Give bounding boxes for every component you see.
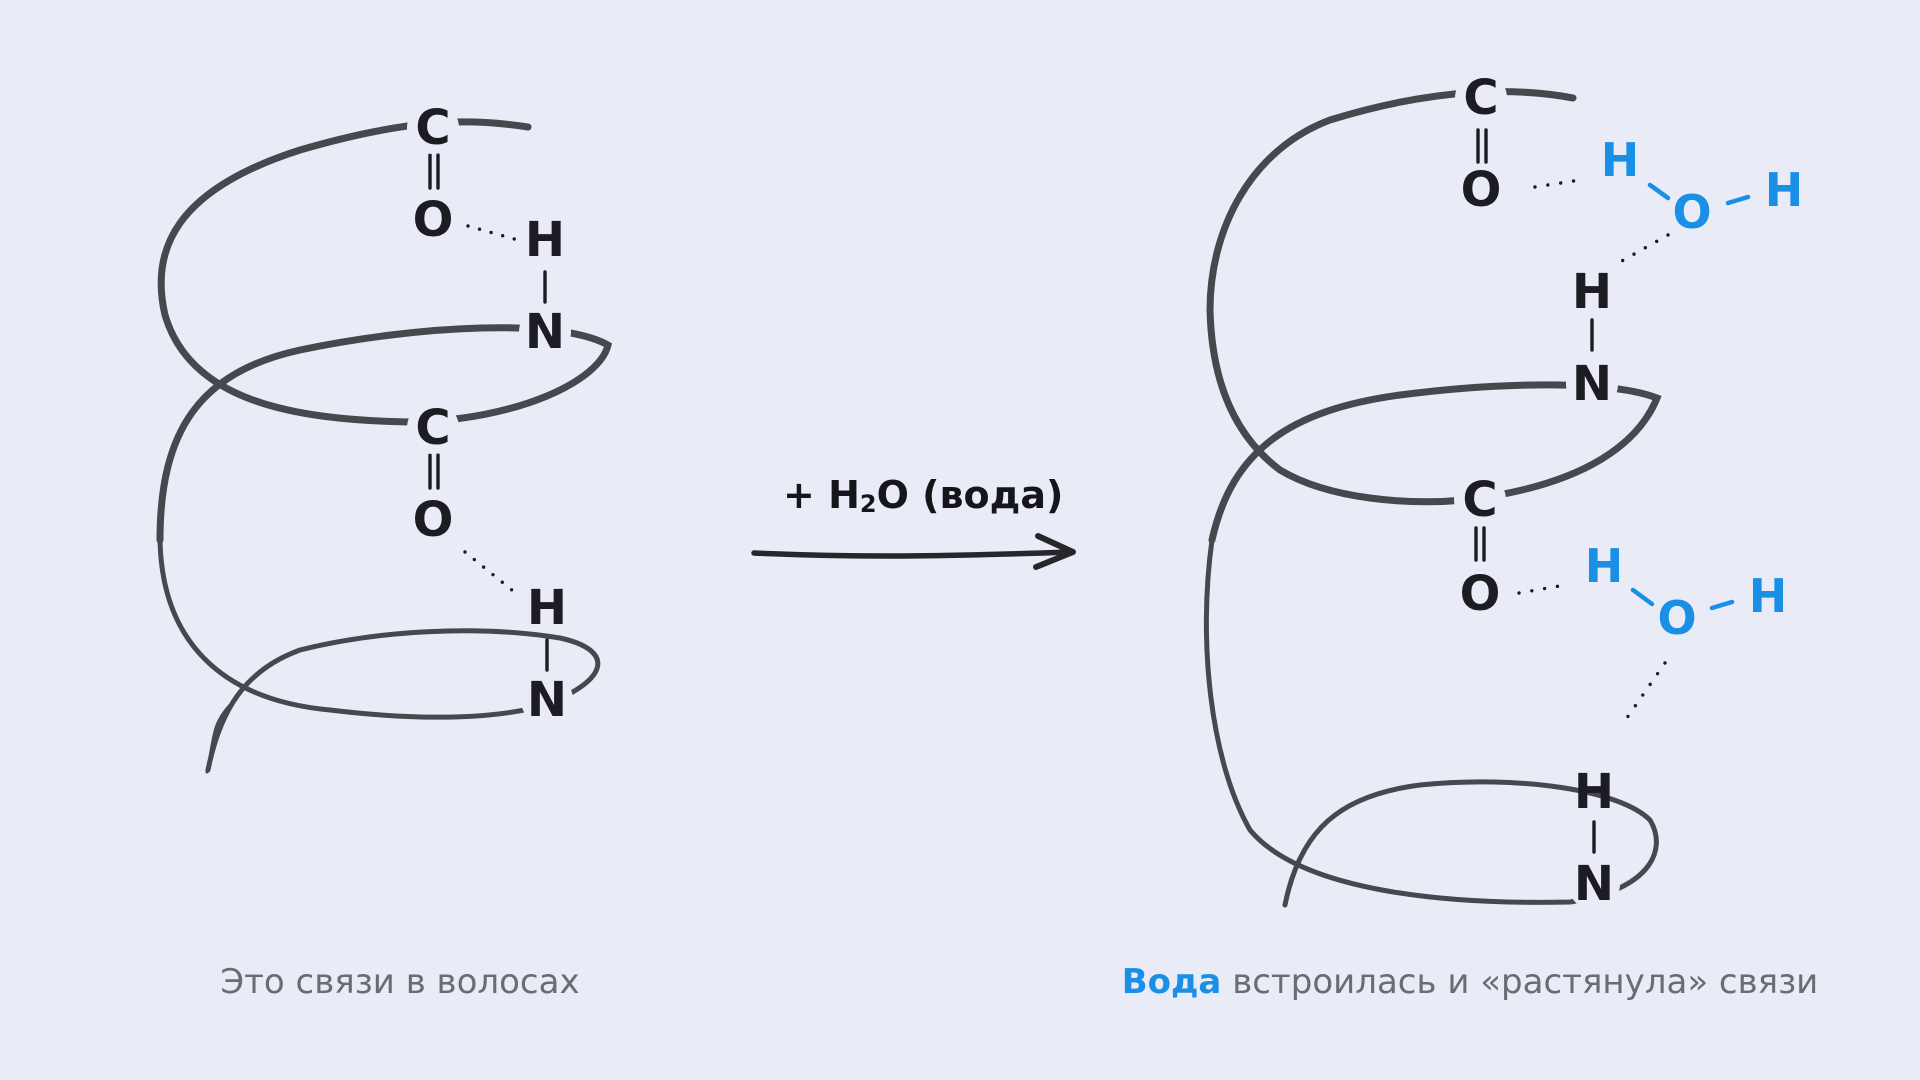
water2-h-right: H — [1749, 569, 1788, 623]
right-atom-n1: N — [1572, 356, 1612, 412]
left-atom-o1: O — [413, 192, 454, 248]
right-atom-n2: N — [1574, 856, 1614, 912]
right-halo-n1 — [1566, 358, 1618, 410]
right-atom-c2: C — [1462, 472, 1497, 528]
reaction-label: + H2O (вода) — [783, 473, 1063, 518]
right-atom-o1: O — [1461, 162, 1502, 218]
right-helix-lower-loop — [1203, 537, 1659, 908]
right-helix-group: C O H N C O H N H O H H O H — [1203, 70, 1804, 912]
water1-bond-left — [1647, 182, 1671, 201]
right-atom-c1: C — [1463, 70, 1498, 126]
right-caption-rest: встроилась и «растянула» связи — [1221, 962, 1818, 1002]
left-helix-lower-loop — [157, 537, 601, 773]
water2-h-left: H — [1585, 539, 1624, 593]
left-atom-c2: C — [415, 400, 450, 456]
left-halo-c2 — [407, 402, 459, 454]
reaction-label-subscript: 2 — [860, 490, 877, 518]
right-caption-accent: Вода — [1122, 962, 1222, 1002]
right-hbond-water2-h2 — [1620, 661, 1667, 727]
reaction-label-prefix: + H — [783, 473, 860, 517]
right-helix-upper-loop — [1206, 88, 1662, 544]
right-halo-c2 — [1454, 474, 1506, 526]
left-hbond-2 — [463, 550, 520, 597]
right-halo-c1 — [1455, 72, 1507, 124]
left-atom-h2: H — [527, 580, 567, 636]
left-halo-n1 — [519, 306, 571, 358]
right-halo-n2 — [1568, 858, 1620, 910]
right-hbond-water1-h1 — [1618, 233, 1670, 264]
right-hbond-o2-water2 — [1517, 583, 1567, 595]
water2-bond-right — [1709, 599, 1735, 611]
water2-bond-left — [1630, 587, 1655, 607]
left-helix-tail — [205, 703, 232, 774]
left-halo-c1 — [407, 102, 459, 154]
reaction-arrow-head — [1033, 533, 1076, 570]
right-atom-o2: O — [1460, 566, 1501, 622]
water1-o: O — [1672, 185, 1711, 239]
right-helix-tail — [1282, 838, 1312, 907]
water1-h-left: H — [1601, 133, 1640, 187]
right-atom-h2: H — [1574, 764, 1614, 820]
water1-bond-right — [1725, 194, 1751, 206]
right-hbond-o1-water1 — [1533, 178, 1582, 189]
left-atom-n1: N — [525, 304, 565, 360]
left-atom-c1: C — [415, 100, 450, 156]
reaction-arrow-group: + H2O (вода) — [751, 473, 1076, 570]
right-atom-h1: H — [1572, 264, 1612, 320]
left-atom-n2: N — [527, 672, 567, 728]
reaction-label-suffix: O (вода) — [877, 473, 1064, 517]
left-atom-o2: O — [413, 492, 454, 548]
water2-o: O — [1657, 591, 1696, 645]
left-halo-n2 — [521, 674, 573, 726]
left-helix-group: C O H N C O H N — [156, 100, 612, 774]
left-hbond-1 — [466, 224, 520, 242]
left-atom-h1: H — [525, 212, 565, 268]
reaction-arrow-shaft — [751, 549, 1073, 559]
water1-h-right: H — [1765, 163, 1804, 217]
right-caption: Вода встроилась и «растянула» связи — [1122, 962, 1819, 1002]
left-caption: Это связи в волосах — [220, 962, 579, 1002]
